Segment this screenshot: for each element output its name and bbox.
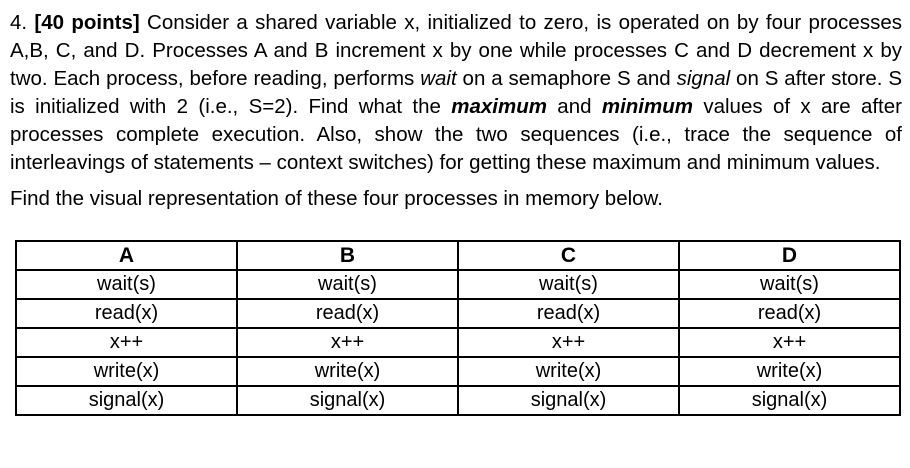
text-segment: [40 points] (34, 11, 140, 34)
table-cell: x++ (678, 327, 901, 358)
table-cell: wait(s) (457, 269, 680, 300)
table-cell: wait(s) (15, 269, 238, 300)
table-cell: read(x) (678, 298, 901, 329)
table-cell: write(x) (15, 356, 238, 387)
text-segment: values of x are after processes complete… (10, 95, 902, 174)
text-segment: on a semaphore S and (456, 67, 677, 90)
table-cell: write(x) (678, 356, 901, 387)
table-row: x++ x++ x++ x++ (15, 327, 901, 358)
processes-table: A B C D wait(s) wait(s) wait(s) wait(s) … (15, 240, 901, 416)
table-cell: signal(x) (15, 385, 238, 416)
table-cell: write(x) (236, 356, 459, 387)
table-cell: wait(s) (236, 269, 459, 300)
table-row: wait(s) wait(s) wait(s) wait(s) (15, 269, 901, 300)
column-header-c: C (457, 240, 680, 271)
text-segment: minimum (601, 95, 693, 118)
text-segment: wait (420, 67, 457, 90)
table-row: read(x) read(x) read(x) read(x) (15, 298, 901, 329)
text-segment: Consider a shared variable x, initialize… (10, 11, 902, 90)
table-header-row: A B C D (15, 240, 901, 271)
table-cell: read(x) (15, 298, 238, 329)
column-header-a: A (15, 240, 238, 271)
column-header-d: D (678, 240, 901, 271)
question-paragraph: 4. [40 points] Consider a shared variabl… (0, 0, 910, 177)
table-cell: signal(x) (457, 385, 680, 416)
table-row: signal(x) signal(x) signal(x) signal(x) (15, 385, 901, 416)
text-segment: signal (676, 67, 731, 90)
table-cell: signal(x) (236, 385, 459, 416)
text-segment: 4. (10, 11, 35, 34)
table-row: write(x) write(x) write(x) write(x) (15, 356, 901, 387)
table-cell: x++ (15, 327, 238, 358)
table-cell: read(x) (457, 298, 680, 329)
table-cell: signal(x) (678, 385, 901, 416)
column-header-b: B (236, 240, 459, 271)
table-cell: x++ (457, 327, 680, 358)
text-segment: maximum (451, 95, 547, 118)
table-cell: wait(s) (678, 269, 901, 300)
instruction-paragraph: Find the visual representation of these … (10, 187, 663, 210)
table-cell: x++ (236, 327, 459, 358)
table-cell: write(x) (457, 356, 680, 387)
table-cell: read(x) (236, 298, 459, 329)
text-segment: on S after store. S is initialized with … (10, 67, 903, 118)
text-segment: and (546, 95, 602, 118)
